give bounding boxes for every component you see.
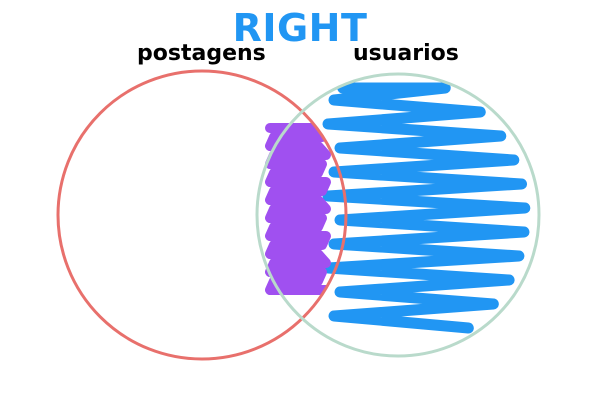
right-only-scribble xyxy=(322,82,531,334)
set-circle-usuarios xyxy=(255,72,541,358)
diagram-title: RIGHT xyxy=(232,6,368,50)
right-only-region-fill xyxy=(322,82,531,334)
intersection-region-fill xyxy=(265,123,331,295)
set-label-usuarios: usuarios xyxy=(353,41,459,66)
intersection-scribble xyxy=(265,123,331,295)
set-label-postagens: postagens xyxy=(137,41,266,66)
set-circle-postagens xyxy=(56,69,348,361)
